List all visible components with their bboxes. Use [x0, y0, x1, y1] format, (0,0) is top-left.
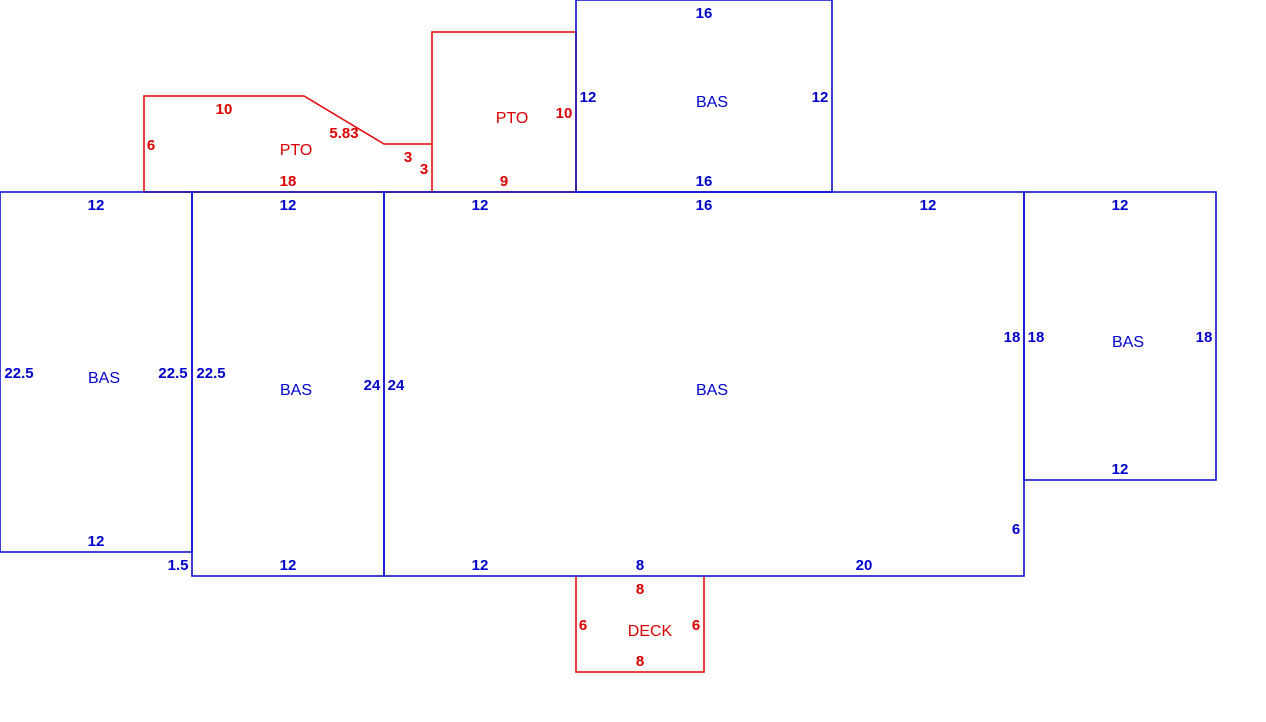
- area-label: PTO: [280, 142, 313, 159]
- dimension-label: 9: [500, 173, 508, 190]
- bas-right-outline: [1023, 191, 1217, 481]
- dimension-label: 22.5: [196, 365, 225, 382]
- dimension-label: 5.83: [329, 125, 358, 142]
- dimension-label: 12: [472, 197, 489, 214]
- dimension-label: 8: [636, 581, 644, 598]
- dimension-label: 18: [1196, 329, 1213, 346]
- dimension-label: 10: [216, 101, 233, 118]
- area-pto-middle: PTO 10 9: [496, 105, 573, 190]
- dimension-label: 10: [556, 105, 573, 122]
- area-bas-top: BAS 16 12 12 16: [580, 5, 829, 190]
- area-bas-left: BAS 12 22.5 22.5 12 1.5: [4, 197, 188, 574]
- pto-left-outline: [143, 95, 432, 192]
- dimension-label: 16: [696, 5, 713, 22]
- area-label: BAS: [280, 382, 312, 399]
- dimension-label: 24: [388, 377, 405, 394]
- dimension-label: 12: [1112, 461, 1129, 478]
- dimension-label: 3: [420, 161, 428, 178]
- area-deck: DECK 8 6 6 8: [579, 581, 700, 670]
- dimension-label: 6: [579, 617, 587, 634]
- area-bas-second: BAS 12 22.5 24 12: [196, 197, 381, 574]
- area-label: BAS: [696, 94, 728, 111]
- dimension-label: 12: [1112, 197, 1129, 214]
- dimension-label: 12: [280, 557, 297, 574]
- dimension-label: 18: [280, 173, 297, 190]
- dimension-label: 12: [580, 89, 597, 106]
- dimension-label: 12: [920, 197, 937, 214]
- area-bas-right: BAS 12 18 18 12: [1028, 197, 1213, 478]
- pto-middle-outline: [431, 31, 576, 192]
- dimension-label: 3: [404, 149, 412, 166]
- dimension-label: 22.5: [158, 365, 187, 382]
- outlines: [0, 0, 1217, 673]
- dimension-label: 20: [856, 557, 873, 574]
- dimension-label: 6: [1012, 521, 1020, 538]
- area-label: BAS: [1112, 334, 1144, 351]
- area-pto-left: PTO 10 5.83 3 3 6 18: [147, 101, 428, 190]
- deck-outline: [575, 576, 705, 673]
- area-bas-main: BAS 12 16 12 24 18 6 12 8 20: [388, 197, 1021, 574]
- dimension-label: 12: [88, 533, 105, 550]
- dimension-label: 12: [472, 557, 489, 574]
- area-label: BAS: [88, 370, 120, 387]
- dimension-label: 12: [812, 89, 829, 106]
- dimension-label: 16: [696, 173, 713, 190]
- dimension-label: 1.5: [168, 557, 189, 574]
- dimension-label: 8: [636, 653, 644, 670]
- area-label: PTO: [496, 110, 529, 127]
- dimension-label: 12: [280, 197, 297, 214]
- dimension-label: 22.5: [4, 365, 33, 382]
- dimension-label: 16: [696, 197, 713, 214]
- dimension-label: 18: [1004, 329, 1021, 346]
- dimension-label: 18: [1028, 329, 1045, 346]
- area-label: BAS: [696, 382, 728, 399]
- dimension-label: 6: [692, 617, 700, 634]
- dimension-label: 8: [636, 557, 644, 574]
- dimension-label: 6: [147, 137, 155, 154]
- dimension-label: 24: [364, 377, 381, 394]
- dimension-label: 12: [88, 197, 105, 214]
- area-label: DECK: [628, 623, 673, 640]
